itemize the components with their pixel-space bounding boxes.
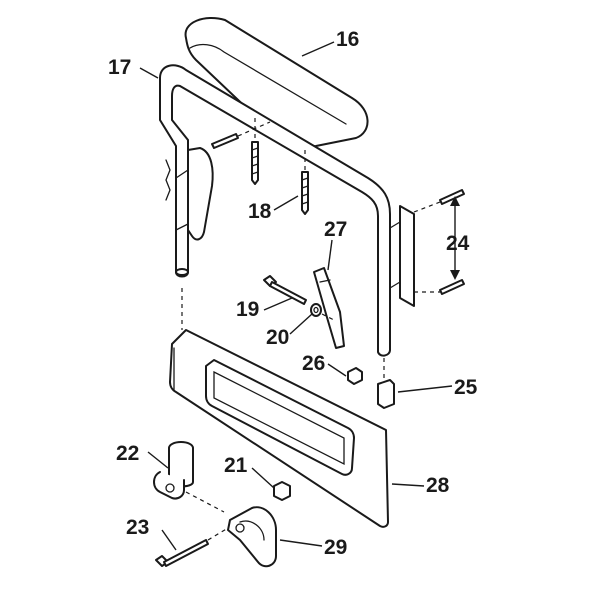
label-28: 28 xyxy=(426,474,450,497)
label-24: 24 xyxy=(446,232,470,255)
label-26: 26 xyxy=(302,352,325,375)
armrest-frame xyxy=(159,64,391,357)
hex-nut-upper xyxy=(347,367,363,385)
label-20: 20 xyxy=(266,326,289,349)
rear-bracket xyxy=(389,189,465,307)
label-17: 17 xyxy=(108,56,131,79)
hex-nut-lower xyxy=(273,481,291,501)
label-27: 27 xyxy=(324,218,347,241)
label-23: 23 xyxy=(126,516,149,539)
label-25: 25 xyxy=(454,376,478,399)
long-bolt xyxy=(155,527,229,567)
bolt-and-washer xyxy=(263,275,335,321)
socket-clamp xyxy=(153,441,225,513)
mounting-screws xyxy=(251,118,309,215)
leader-lines xyxy=(139,41,453,551)
label-16: 16 xyxy=(336,28,359,51)
lower-clamp xyxy=(227,506,277,568)
callout-labels: 16 17 18 27 24 19 20 26 25 22 21 28 23 2… xyxy=(108,28,478,559)
label-22: 22 xyxy=(116,442,139,465)
label-21: 21 xyxy=(224,454,248,477)
side-pin xyxy=(211,121,271,149)
frame-strap xyxy=(165,147,214,241)
end-cap xyxy=(377,358,395,409)
side-panel xyxy=(169,288,389,528)
label-18: 18 xyxy=(248,200,272,223)
label-29: 29 xyxy=(324,536,347,559)
label-19: 19 xyxy=(236,298,259,321)
armrest-pad xyxy=(184,17,369,148)
latch-lever xyxy=(313,267,345,349)
